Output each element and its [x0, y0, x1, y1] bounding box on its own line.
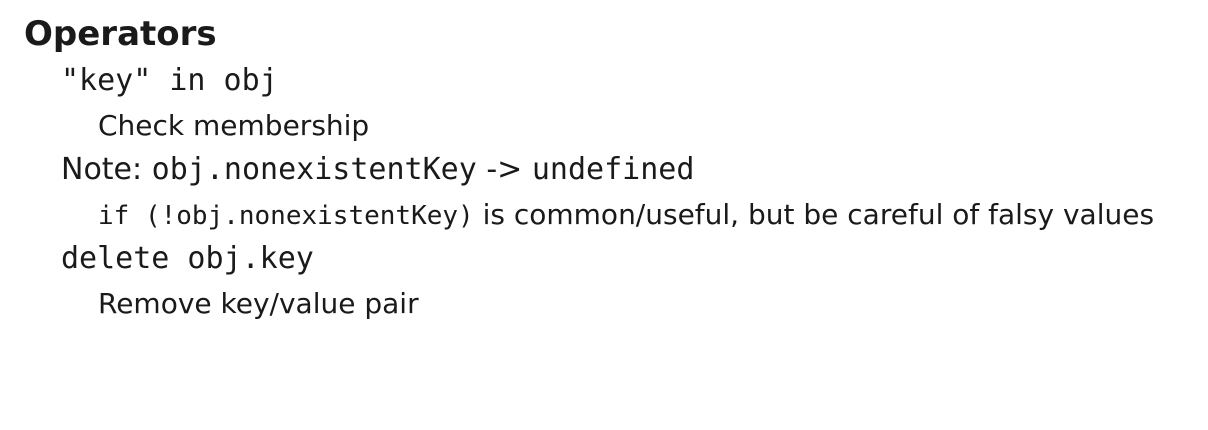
section-heading: Operators — [24, 14, 217, 54]
falsy-warning-text: is common/useful, but be careful of fals… — [473, 198, 1155, 231]
term-delete-operator: delete obj.key — [61, 241, 314, 276]
description-delete-operator: Remove key/value pair — [98, 287, 419, 320]
note-code-property: obj.nonexistentKey — [151, 152, 477, 187]
term-note-undefined: Note: obj.nonexistentKey -> undefined — [61, 152, 1194, 188]
term-in-operator: "key" in obj — [61, 63, 278, 98]
description-note-falsy: if (!obj.nonexistentKey) is common/usefu… — [98, 198, 1168, 233]
note-prefix: Note: — [61, 152, 152, 187]
description-in-operator: Check membership — [98, 109, 370, 142]
operators-section: Operators "key" in obj Check membership … — [24, 14, 1194, 321]
note-code-undefined: undefined — [531, 152, 695, 187]
falsy-check-code: if (!obj.nonexistentKey) — [98, 201, 474, 231]
note-arrow: -> — [476, 152, 532, 187]
